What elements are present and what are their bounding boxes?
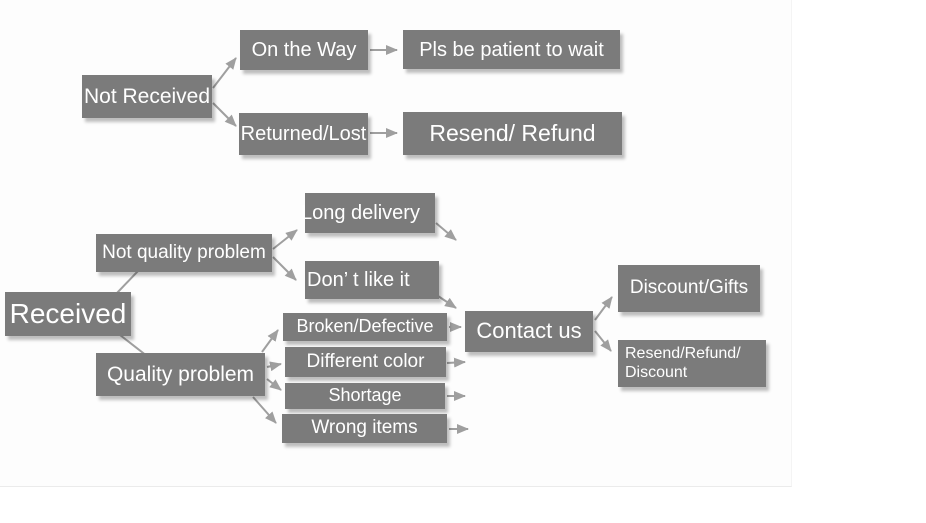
node-different-color: Different color xyxy=(285,347,446,377)
node-shortage: Shortage xyxy=(285,383,445,409)
node-discount-gifts: Discount/Gifts xyxy=(618,265,760,312)
node-not-received: Not Received xyxy=(82,75,212,118)
node-resend-refund: Resend/ Refund xyxy=(403,112,622,155)
node-quality-problem: Quality problem xyxy=(96,353,265,396)
node-wrong-items: Wrong items xyxy=(282,414,447,443)
node-contact-us: Contact us xyxy=(465,311,593,352)
node-long-delivery: Long delivery xyxy=(301,193,435,233)
node-on-the-way: On the Way xyxy=(240,30,368,70)
node-broken-defective: Broken/Defective xyxy=(283,313,447,341)
node-returned-lost: Returned/Lost xyxy=(239,113,368,155)
node-received: Received xyxy=(5,292,131,336)
node-resend-refund-discount: Resend/Refund/ Discount xyxy=(618,340,766,387)
node-pls-be-patient-to-wait: Pls be patient to wait xyxy=(403,30,620,69)
node-dont-like-it: Don’ t like it xyxy=(305,261,439,299)
node-not-quality-problem: Not quality problem xyxy=(96,234,272,272)
